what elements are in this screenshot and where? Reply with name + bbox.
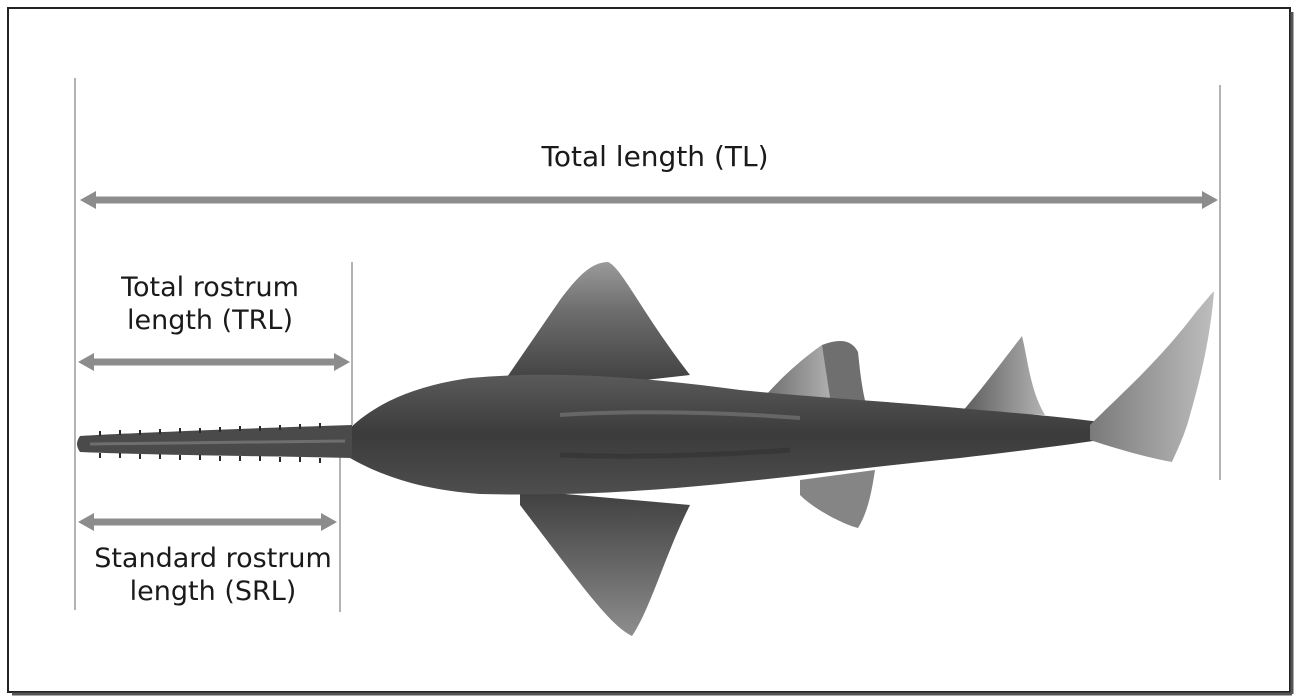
pectoral-fin-lower [520, 490, 690, 636]
pectoral-fin-upper [505, 262, 690, 385]
second-dorsal-fin [962, 336, 1045, 415]
standard-rostrum-line1: Standard rostrum [78, 543, 348, 576]
standard-rostrum-length-label: Standard rostrum length (SRL) [78, 543, 348, 609]
standard-rostrum-length-arrow [78, 513, 337, 531]
total-length-label: Total length (TL) [445, 140, 865, 174]
total-length-text: Total length (TL) [445, 140, 865, 174]
total-rostrum-line2: length (TRL) [90, 305, 330, 338]
pelvic-fin [800, 470, 875, 528]
total-rostrum-line1: Total rostrum [90, 272, 330, 305]
caudal-fin [1090, 292, 1214, 462]
total-rostrum-length-arrow [78, 353, 350, 371]
total-rostrum-length-label: Total rostrum length (TRL) [90, 272, 330, 338]
standard-rostrum-line2: length (SRL) [78, 576, 348, 609]
total-length-arrow [80, 191, 1218, 209]
